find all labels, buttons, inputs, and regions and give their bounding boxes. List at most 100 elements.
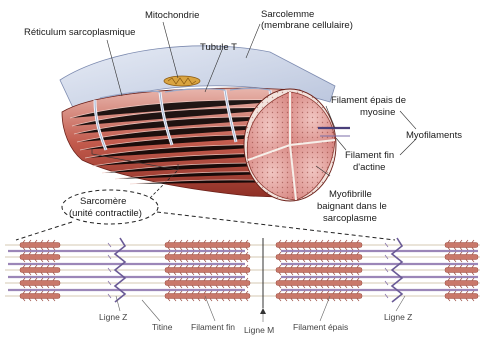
- myosin-head: [339, 265, 341, 268]
- myosin-head: [198, 278, 200, 281]
- myosin-head: [41, 248, 43, 251]
- myosin-head: [186, 286, 188, 289]
- myosin-head: [333, 252, 335, 255]
- myosin-head: [23, 240, 25, 243]
- myosin-head: [204, 260, 206, 263]
- myosin-head: [53, 240, 55, 243]
- myosin-head: [35, 291, 37, 294]
- myosin-head: [180, 252, 182, 255]
- myosin-head: [210, 252, 212, 255]
- myosin-head: [168, 291, 170, 294]
- myosin-head: [285, 299, 287, 302]
- myosin-head: [321, 265, 323, 268]
- myosin-head: [35, 240, 37, 243]
- myosin-head: [333, 260, 335, 263]
- myosin-head: [204, 278, 206, 281]
- myosin-head: [345, 286, 347, 289]
- thick-filament: [20, 255, 60, 260]
- myosin-head: [466, 286, 468, 289]
- myosin-head: [246, 240, 248, 243]
- myosin-head: [291, 291, 293, 294]
- myosin-head: [357, 265, 359, 268]
- myosin-head: [180, 278, 182, 281]
- thick-filament: [165, 294, 250, 299]
- myosin-head: [315, 240, 317, 243]
- myosin-head: [174, 260, 176, 263]
- thick-filament: [276, 255, 362, 260]
- myosin-head: [180, 260, 182, 263]
- myosin-head: [303, 286, 305, 289]
- myosin-head: [454, 240, 456, 243]
- myosin-head: [472, 291, 474, 294]
- myosin-head: [29, 240, 31, 243]
- myosin-head: [454, 248, 456, 251]
- myosin-head: [246, 260, 248, 263]
- myosin-head: [47, 248, 49, 251]
- label-thick-filament: Filament épais de: [331, 95, 406, 106]
- myosin-head: [460, 299, 462, 302]
- myosin-head: [35, 299, 37, 302]
- myosin-head: [460, 278, 462, 281]
- label-z-line-left: Ligne Z: [99, 312, 127, 322]
- myosin-head: [240, 286, 242, 289]
- myosin-head: [186, 240, 188, 243]
- myosin-head: [216, 286, 218, 289]
- label-m-line: Ligne M: [244, 325, 274, 335]
- myosin-head: [327, 240, 329, 243]
- thick-filament: [165, 281, 250, 286]
- myosin-head: [240, 291, 242, 294]
- mitochondrion: [164, 76, 200, 86]
- myosin-head: [210, 299, 212, 302]
- myosin-head: [327, 252, 329, 255]
- myosin-head: [41, 278, 43, 281]
- myosin-head: [198, 260, 200, 263]
- myosin-head: [291, 265, 293, 268]
- myosin-head: [303, 278, 305, 281]
- thick-filament: [20, 243, 60, 248]
- thick-filament: [165, 268, 250, 273]
- myosin-head: [345, 265, 347, 268]
- myosin-head: [35, 265, 37, 268]
- thick-filament: [445, 281, 478, 286]
- myosin-head: [345, 252, 347, 255]
- myosin-head: [180, 265, 182, 268]
- label-myofilaments: Myofilaments: [406, 130, 462, 141]
- myosin-head: [291, 252, 293, 255]
- myosin-head: [448, 248, 450, 251]
- myosin-head: [198, 299, 200, 302]
- myosin-head: [297, 248, 299, 251]
- myosin-head: [35, 260, 37, 263]
- bottom-leader-lines: [116, 296, 405, 322]
- myosin-head: [234, 265, 236, 268]
- myosin-head: [321, 240, 323, 243]
- myosin-head: [228, 252, 230, 255]
- myosin-head: [29, 286, 31, 289]
- myosin-head: [285, 291, 287, 294]
- myosin-head: [327, 260, 329, 263]
- myosin-head: [345, 248, 347, 251]
- myosin-head: [216, 278, 218, 281]
- myosin-head: [321, 252, 323, 255]
- myosin-head: [303, 252, 305, 255]
- label-sarcomere: Sarcomère: [80, 196, 126, 207]
- myosin-head: [186, 252, 188, 255]
- myosin-head: [309, 265, 311, 268]
- myosin-head: [279, 265, 281, 268]
- label-thin-filament-bottom: Filament fin: [191, 322, 235, 332]
- myosin-head: [333, 291, 335, 294]
- myosin-head: [192, 240, 194, 243]
- myosin-head: [192, 278, 194, 281]
- myosin-head: [204, 286, 206, 289]
- myosin-head: [222, 273, 224, 276]
- myosin-head: [472, 299, 474, 302]
- myosin-head: [198, 273, 200, 276]
- myosin-head: [53, 286, 55, 289]
- myosin-head: [291, 278, 293, 281]
- myosin-head: [23, 260, 25, 263]
- myosin-head: [192, 286, 194, 289]
- m-line-arrow: [260, 308, 266, 314]
- myosin-head: [303, 240, 305, 243]
- muscle-fiber-3d: [60, 46, 350, 201]
- myosin-head: [309, 299, 311, 302]
- myosin-head: [333, 265, 335, 268]
